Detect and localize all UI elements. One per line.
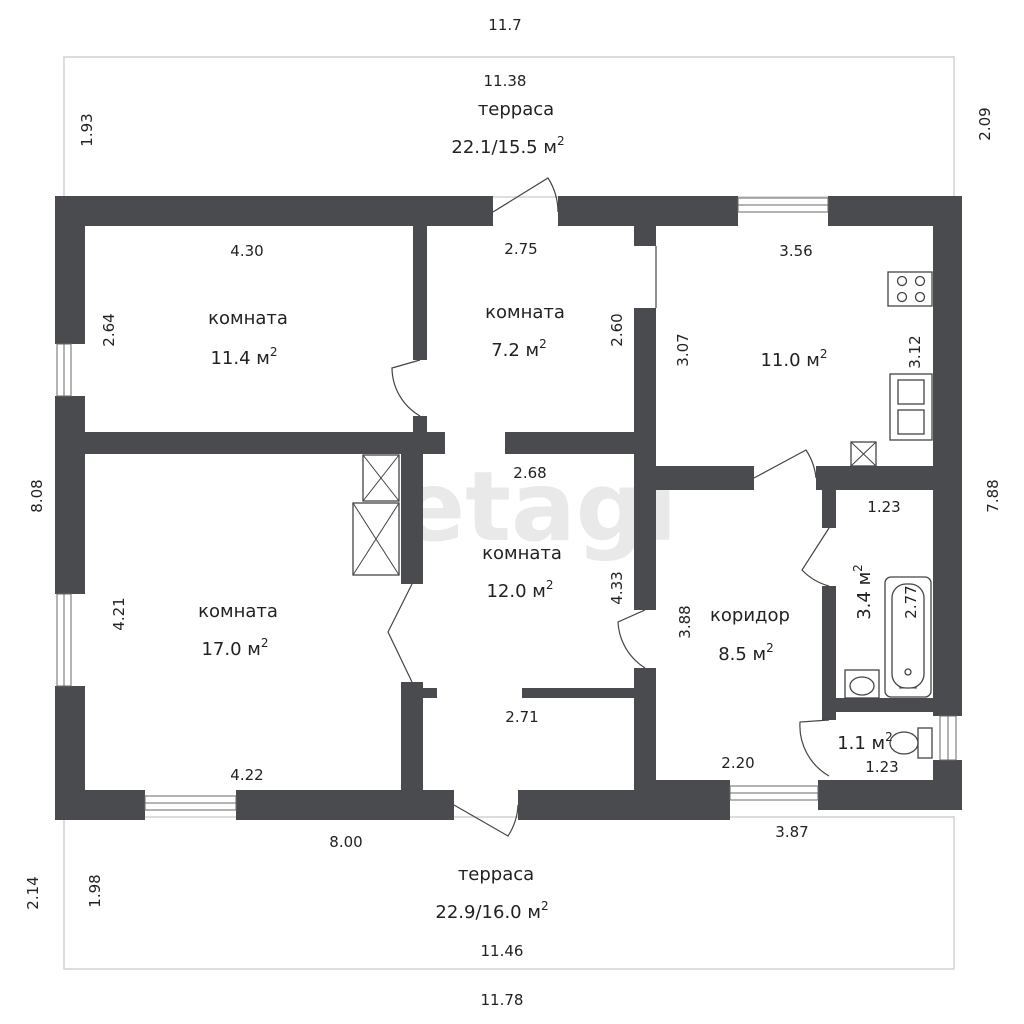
door-room-c	[617, 609, 646, 669]
corridor-area: 8.5 м2	[718, 641, 774, 665]
bathtub-icon	[884, 576, 932, 698]
terrace-top-right-depth: 2.09	[976, 107, 994, 140]
kitchen-width: 3.56	[779, 242, 812, 260]
overall-bottom-left-width: 8.00	[329, 833, 362, 851]
terrace-top-area: 22.1/15.5 м2	[451, 134, 564, 158]
fixtures	[352, 271, 933, 759]
vent-icon	[850, 441, 877, 467]
bathroom-width: 1.23	[867, 498, 900, 516]
watermark: etagi	[400, 451, 677, 563]
terrace-top-left-depth: 1.93	[78, 113, 96, 146]
ventilation-shaft-icon	[352, 454, 400, 576]
terrace-bottom-area: 22.9/16.0 м2	[435, 899, 548, 923]
terrace-top-inner-width: 11.38	[484, 72, 527, 90]
terrace-bottom-inner-width: 11.46	[481, 942, 524, 960]
room-c-height: 4.33	[608, 571, 626, 604]
room-bl-area: 17.0 м2	[201, 636, 268, 660]
kitchen-height-right: 3.12	[906, 335, 924, 368]
doors	[387, 177, 830, 837]
door-terrace-top	[492, 177, 559, 213]
wc-area: 1.1 м2	[837, 730, 893, 754]
windows	[56, 197, 957, 811]
room-tm-name: комната	[485, 302, 565, 323]
terrace-bottom-left-outer: 2.14	[24, 876, 42, 909]
room-tl-name: комната	[208, 308, 288, 329]
room-tm-area: 7.2 м2	[491, 337, 547, 361]
door-kitchen	[753, 449, 817, 479]
room-c-width-bottom: 2.71	[505, 708, 538, 726]
corridor-width: 2.20	[721, 754, 754, 772]
overall-right-height: 7.88	[984, 479, 1002, 512]
room-tm-width: 2.75	[504, 240, 537, 258]
overall-bottom-right-width: 3.87	[775, 823, 808, 841]
terrace-bottom-left-inner: 1.98	[86, 874, 104, 907]
room-tm-height: 2.60	[608, 313, 626, 346]
bathroom-height: 2.77	[902, 585, 920, 618]
toilet-icon	[889, 727, 933, 759]
kitchen-height-left: 3.07	[674, 333, 692, 366]
washbasin-icon	[844, 669, 880, 699]
wc-width: 1.23	[865, 758, 898, 776]
terrace-bottom-outer-width: 11.78	[481, 991, 524, 1009]
room-bl-name: комната	[198, 601, 278, 622]
room-c-area: 12.0 м2	[486, 578, 553, 602]
room-c-name: комната	[482, 543, 562, 564]
room-bl-width: 4.22	[230, 766, 263, 784]
room-tl-width: 4.30	[230, 242, 263, 260]
door-bathroom	[801, 527, 830, 587]
stove-icon	[887, 271, 933, 307]
overall-left-height: 8.08	[28, 479, 46, 512]
terrace-top-name: терраса	[478, 99, 554, 120]
door-terrace-bottom	[453, 804, 519, 837]
terrace-bottom-name: терраса	[458, 864, 534, 885]
bathroom-area: 3.4 м2	[851, 564, 875, 620]
walls	[55, 196, 962, 820]
room-c-width-top: 2.68	[513, 464, 546, 482]
door-room-tl	[391, 359, 421, 417]
door-room-bl	[387, 583, 413, 683]
terrace-top-outer-width: 11.7	[488, 16, 521, 34]
terrace-bottom-outline	[63, 816, 955, 970]
corridor-height: 3.88	[676, 605, 694, 638]
room-tl-area: 11.4 м2	[210, 345, 277, 369]
kitchen-area: 11.0 м2	[760, 347, 827, 371]
door-wc	[799, 719, 830, 777]
room-tl-height: 2.64	[100, 313, 118, 346]
room-bl-height: 4.21	[110, 597, 128, 630]
corridor-name: коридор	[710, 605, 790, 626]
terrace-top-outline	[63, 56, 955, 198]
sink-icon	[889, 373, 933, 441]
